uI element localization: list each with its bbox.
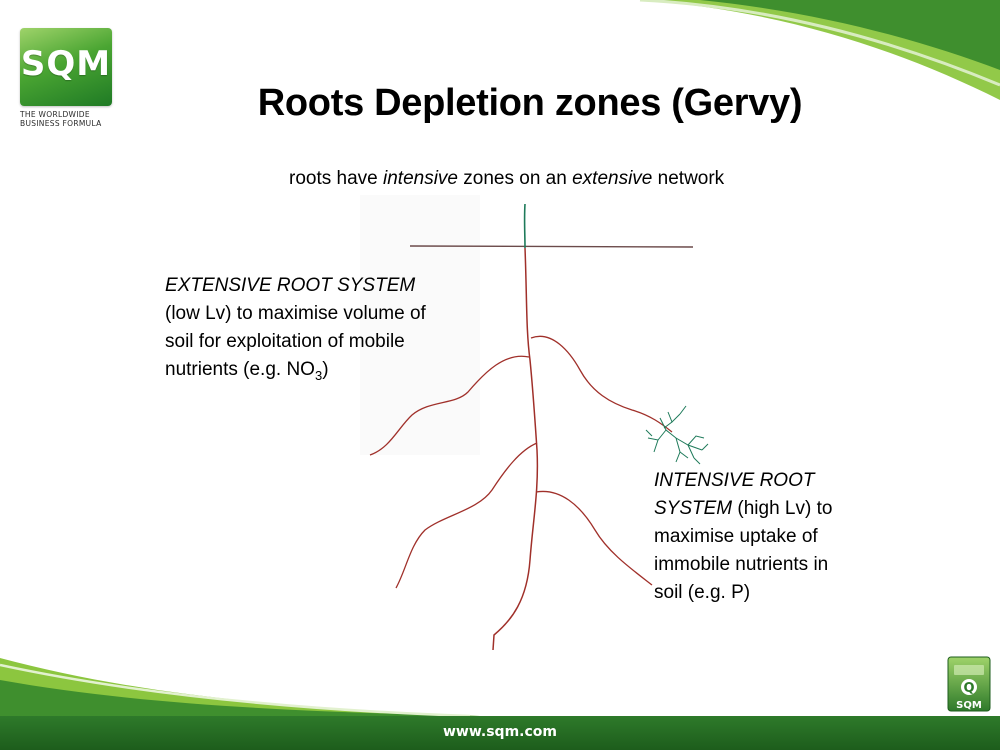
subtitle-intensive: intensive bbox=[383, 168, 458, 189]
logo-tagline: THE WORLDWIDE BUSINESS FORMULA bbox=[20, 110, 120, 128]
footer-url[interactable]: www.sqm.com bbox=[443, 724, 557, 740]
subtitle-part1: roots have bbox=[289, 168, 383, 189]
soil-surface-line bbox=[409, 245, 694, 248]
slide-subtitle: roots have intensive zones on an extensi… bbox=[289, 168, 724, 190]
intensive-line2: maximise uptake of bbox=[654, 526, 818, 547]
lateral-root-right-upper bbox=[530, 335, 673, 433]
sqm-logo: SQM THE WORLDWIDE BUSINESS FORMULA bbox=[20, 28, 112, 132]
logo-tagline-line2: BUSINESS FORMULA bbox=[20, 119, 102, 128]
intensive-line1: SYSTEM (high Lv) to bbox=[654, 495, 884, 523]
extensive-line3-sub: 3 bbox=[314, 367, 323, 383]
intensive-line3: immobile nutrients in bbox=[654, 554, 829, 575]
intensive-rest1: (high Lv) to bbox=[732, 498, 833, 519]
intensive-line4: soil (e.g. P) bbox=[654, 582, 751, 603]
corner-logo-text: SQM bbox=[956, 700, 982, 711]
extensive-line1: (low Lv) to maximise volume of bbox=[165, 303, 426, 324]
extensive-line3: nutrients (e.g. NO3) bbox=[165, 356, 495, 390]
logo-tagline-line1: THE WORLDWIDE bbox=[20, 110, 90, 119]
extensive-heading: EXTENSIVE ROOT SYSTEM bbox=[165, 275, 416, 296]
extensive-line3-prefix: nutrients (e.g. NO bbox=[165, 359, 315, 380]
logo-badge: SQM bbox=[20, 28, 112, 106]
lateral-root-left-upper bbox=[369, 355, 530, 456]
slide-title: Roots Depletion zones (Gervy) bbox=[257, 82, 803, 124]
subtitle-part2: zones on an bbox=[458, 168, 573, 189]
logo-text: SQM bbox=[20, 44, 112, 84]
lateral-root-right-lower bbox=[535, 490, 653, 586]
intensive-root-cluster bbox=[645, 405, 709, 465]
corner-sqm-logo: Q SQM bbox=[947, 656, 991, 712]
footer-bar bbox=[0, 716, 1000, 750]
extensive-line3-suffix: ) bbox=[322, 359, 329, 380]
intensive-heading-1: INTENSIVE ROOT bbox=[654, 470, 815, 491]
corner-logo-letter: Q bbox=[963, 681, 974, 696]
lateral-root-left-lower bbox=[395, 442, 538, 589]
subtitle-part3: network bbox=[652, 168, 725, 189]
intensive-heading-2: SYSTEM bbox=[654, 498, 733, 519]
extensive-root-description: EXTENSIVE ROOT SYSTEM (low Lv) to maximi… bbox=[165, 272, 495, 390]
extensive-line2: soil for exploitation of mobile bbox=[165, 331, 405, 352]
subtitle-extensive: extensive bbox=[572, 168, 653, 189]
taproot bbox=[492, 247, 539, 651]
intensive-root-description: INTENSIVE ROOT SYSTEM (high Lv) to maxim… bbox=[654, 467, 884, 607]
